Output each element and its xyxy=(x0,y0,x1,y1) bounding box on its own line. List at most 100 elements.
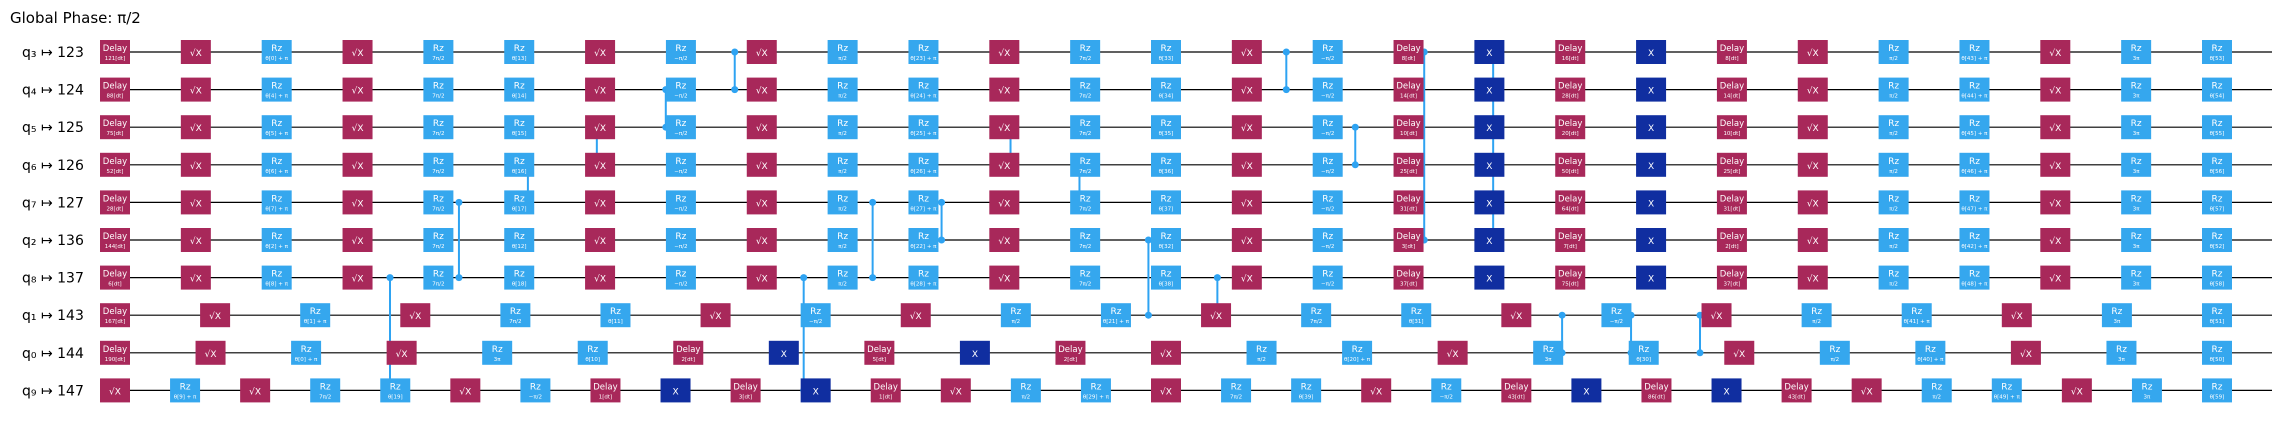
control-dot xyxy=(1696,349,1704,357)
gate-box xyxy=(2061,378,2092,403)
gate-param: π/2 xyxy=(1889,169,1898,175)
sx-gate: √X xyxy=(450,378,481,403)
gate-box xyxy=(585,77,616,102)
gate-label: Rz xyxy=(1969,119,1980,129)
gate-label: √X xyxy=(190,236,202,247)
gate-param: 3π xyxy=(2133,131,2140,137)
gate-label: √X xyxy=(594,86,606,97)
control-dot xyxy=(1144,311,1152,319)
gate-label: Rz xyxy=(271,232,282,242)
x-gate: X xyxy=(1636,115,1667,140)
gate-label: Delay xyxy=(1720,157,1744,167)
sx-gate: √X xyxy=(1231,40,1262,64)
gate-label: Delay xyxy=(1720,270,1744,280)
control-dot xyxy=(1558,311,1566,319)
control-dot xyxy=(731,48,739,56)
rz-gate: Rzθ[31] xyxy=(1401,303,1432,328)
gate-box xyxy=(1601,303,1632,328)
gate-param: 3π xyxy=(2144,394,2151,400)
gate-box xyxy=(2040,77,2071,102)
x-gate: X xyxy=(1474,40,1505,64)
gate-box xyxy=(1901,303,1932,328)
gate-label: √X xyxy=(756,274,768,285)
rz-gate: Rzπ/2 xyxy=(1921,378,1952,403)
gate-param: θ[32] xyxy=(1159,244,1174,250)
gate-box xyxy=(1151,228,1181,252)
rz-gate: Rzπ/2 xyxy=(1878,190,1909,215)
rz-gate: Rz−π/2 xyxy=(665,265,696,290)
gate-box xyxy=(665,228,696,252)
gate-box xyxy=(1231,190,1262,215)
gate-box xyxy=(870,378,901,403)
qubit-label: q₇ ↦ 127 xyxy=(22,195,84,211)
rz-gate: Rzθ[8] + π xyxy=(261,265,292,290)
gate-param: θ[45] + π xyxy=(1961,131,1988,137)
gate-box xyxy=(827,190,858,215)
sx-gate: √X xyxy=(1851,378,1882,403)
gate-param: 37[dt] xyxy=(1723,282,1740,288)
gate-label: X xyxy=(1723,387,1729,397)
gate-box xyxy=(1401,303,1432,328)
gate-box xyxy=(585,190,616,215)
gate-box xyxy=(100,265,130,290)
sx-gate: √X xyxy=(585,40,616,64)
gate-label: Rz xyxy=(837,270,848,280)
sx-gate: √X xyxy=(1437,340,1468,365)
x-gate: X xyxy=(1474,152,1505,177)
gate-param: 7π/2 xyxy=(319,394,331,400)
gate-param: θ[11] xyxy=(608,319,623,325)
gate-label: Rz xyxy=(1161,270,1172,280)
rz-gate: Rzθ[0] + π xyxy=(261,40,292,64)
qubit-label: q₈ ↦ 137 xyxy=(22,271,84,287)
sx-gate: √X xyxy=(1797,265,1828,290)
rz-gate: Rzθ[17] xyxy=(504,190,535,215)
sx-gate: √X xyxy=(2061,378,2092,403)
gate-box xyxy=(800,378,831,403)
gate-param: θ[30] xyxy=(1636,357,1651,363)
gate-param: −π/2 xyxy=(674,56,687,62)
gate-box xyxy=(1070,190,1101,215)
gate-box xyxy=(1151,40,1181,64)
control-dot xyxy=(938,236,946,244)
gate-box xyxy=(1393,228,1424,252)
gate-param: 25[dt] xyxy=(1400,169,1417,175)
gate-box xyxy=(180,228,211,252)
sx-gate: √X xyxy=(585,77,616,102)
gate-box xyxy=(665,265,696,290)
gate-box xyxy=(800,303,831,328)
gate-box xyxy=(300,303,331,328)
control-dot xyxy=(1213,274,1221,282)
rz-gate: Rz−π/2 xyxy=(1312,228,1343,252)
x-gate: X xyxy=(1636,152,1667,177)
gate-box xyxy=(423,152,454,177)
rz-gate: Rzθ[28] + π xyxy=(908,265,939,290)
gate-box xyxy=(1555,152,1586,177)
gate-param: 7π/2 xyxy=(1079,56,1091,62)
gate-box xyxy=(100,40,130,64)
gate-box xyxy=(989,152,1020,177)
gate-param: 14[dt] xyxy=(1400,94,1417,100)
gate-label: X xyxy=(1486,49,1492,59)
gate-box xyxy=(423,228,454,252)
gate-param: −π/2 xyxy=(674,282,687,288)
gate-label: √X xyxy=(2049,48,2061,59)
sx-gate: √X xyxy=(2040,228,2071,252)
rz-gate: Rzθ[33] xyxy=(1151,40,1181,64)
gate-box xyxy=(1819,340,1850,365)
x-gate: X xyxy=(768,340,799,365)
gate-param: 8[dt] xyxy=(1402,56,1415,62)
gate-label: Delay xyxy=(103,157,127,167)
gate-label: Rz xyxy=(2212,345,2223,355)
rz-gate: Rzθ[2] + π xyxy=(261,228,292,252)
x-gate: X xyxy=(1474,190,1505,215)
gate-label: Delay xyxy=(103,44,127,54)
rz-gate: Rzπ/2 xyxy=(827,40,858,64)
gate-box xyxy=(864,340,895,365)
gate-param: θ[19] xyxy=(388,394,403,400)
gate-label: Rz xyxy=(918,270,929,280)
